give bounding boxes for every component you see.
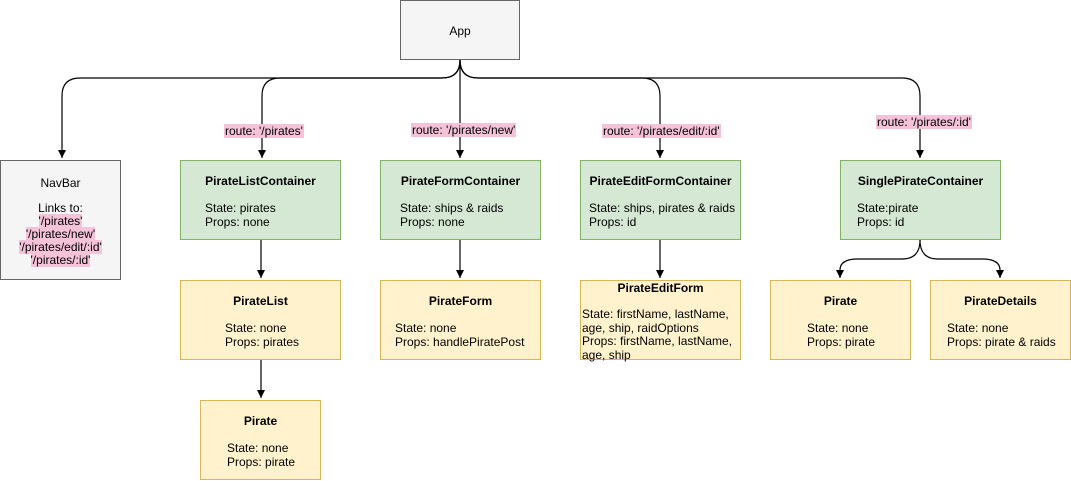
node-props: Props: id (589, 215, 637, 229)
node-props: Props: handlePiratePost (395, 335, 525, 349)
node-line: Props: firstName, lastName, (582, 334, 733, 348)
single-pirate-container-node: SinglePirateContainer State:pirate Props… (840, 160, 1001, 240)
edge-app-to-single-pirate-container (459, 59, 924, 158)
pirate-list-node: PirateList State: none Props: pirates (180, 280, 341, 360)
pirate-edit-form-node: PirateEditForm State: firstName, lastNam… (580, 280, 741, 362)
navbar-links: Links to: '/pirates' '/pirates/new' '/pi… (1, 202, 120, 267)
navbar-link: '/pirates/new' (25, 227, 96, 241)
node-state: State: ships & raids (400, 201, 504, 215)
edge-app-to-navbar (58, 59, 461, 158)
node-line: age, ship (582, 347, 631, 362)
edge-single-pirate-container-to-pirate (836, 239, 921, 278)
app-label: App (449, 24, 471, 38)
node-title: SinglePirateContainer (857, 174, 984, 188)
node-props: Props: pirate (227, 455, 296, 469)
node-title: PirateForm (428, 294, 493, 308)
node-title: PirateList (233, 294, 288, 308)
node-state: State: none (807, 321, 869, 335)
node-state: State: none (395, 321, 457, 335)
node-line: State: firstName, lastName, (582, 307, 729, 321)
node-props: Props: pirate (807, 335, 876, 349)
navbar-title: NavBar (40, 176, 81, 190)
node-state: State:pirate (857, 201, 919, 215)
node-state: State: none (225, 321, 287, 335)
pirate-nested-node: Pirate State: none Props: pirate (200, 400, 321, 480)
pirate-single-node: Pirate State: none Props: pirate (770, 280, 911, 360)
node-state: State: none (227, 441, 289, 455)
navbar-node: NavBar Links to: '/pirates' '/pirates/ne… (0, 160, 121, 280)
node-title: PirateEditForm (617, 281, 704, 295)
pirate-edit-form-container-node: PirateEditFormContainer State: ships, pi… (580, 160, 741, 240)
pirate-list-container-node: PirateListContainer State: pirates Props… (180, 160, 341, 240)
app-node: App (400, 0, 520, 60)
route-label-edit: route: '/pirates/edit/:id' (602, 124, 721, 138)
node-props: Props: id (857, 215, 905, 229)
edge-app-to-pirate-list-container (258, 59, 461, 158)
node-title: PirateListContainer (205, 174, 316, 188)
navbar-link: '/pirates/:id' (30, 253, 91, 267)
node-title: PirateEditFormContainer (589, 174, 732, 188)
node-state: State: pirates (205, 201, 276, 215)
node-title: Pirate (823, 294, 858, 308)
navbar-links-heading: Links to: (38, 201, 83, 215)
node-state: State: none (947, 321, 1009, 335)
node-props: Props: none (205, 215, 270, 229)
edge-single-pirate-container-to-pirate-details (919, 239, 1004, 278)
edge-app-to-pirate-edit-form-container (459, 59, 664, 158)
node-title: PirateDetails (964, 294, 1037, 308)
route-label-new: route: '/pirates/new' (411, 123, 517, 137)
node-line: age, ship, raidOptions (582, 320, 699, 335)
route-label-single: route: '/pirates/:id' (876, 115, 972, 129)
node-props: Props: none (400, 215, 465, 229)
node-props: Props: pirates (225, 335, 300, 349)
pirate-form-container-node: PirateFormContainer State: ships & raids… (380, 160, 541, 240)
pirate-form-node: PirateForm State: none Props: handlePira… (380, 280, 541, 360)
node-title: PirateFormContainer (400, 174, 521, 188)
node-state: State: ships, pirates & raids (589, 201, 736, 215)
route-label-pirates: route: '/pirates' (224, 124, 304, 138)
node-title: Pirate (243, 414, 278, 428)
navbar-link: '/pirates/edit/:id' (19, 240, 102, 254)
node-props: Props: pirate & raids (947, 335, 1056, 349)
navbar-link: '/pirates' (38, 214, 83, 228)
pirate-details-node: PirateDetails State: none Props: pirate … (930, 280, 1071, 360)
